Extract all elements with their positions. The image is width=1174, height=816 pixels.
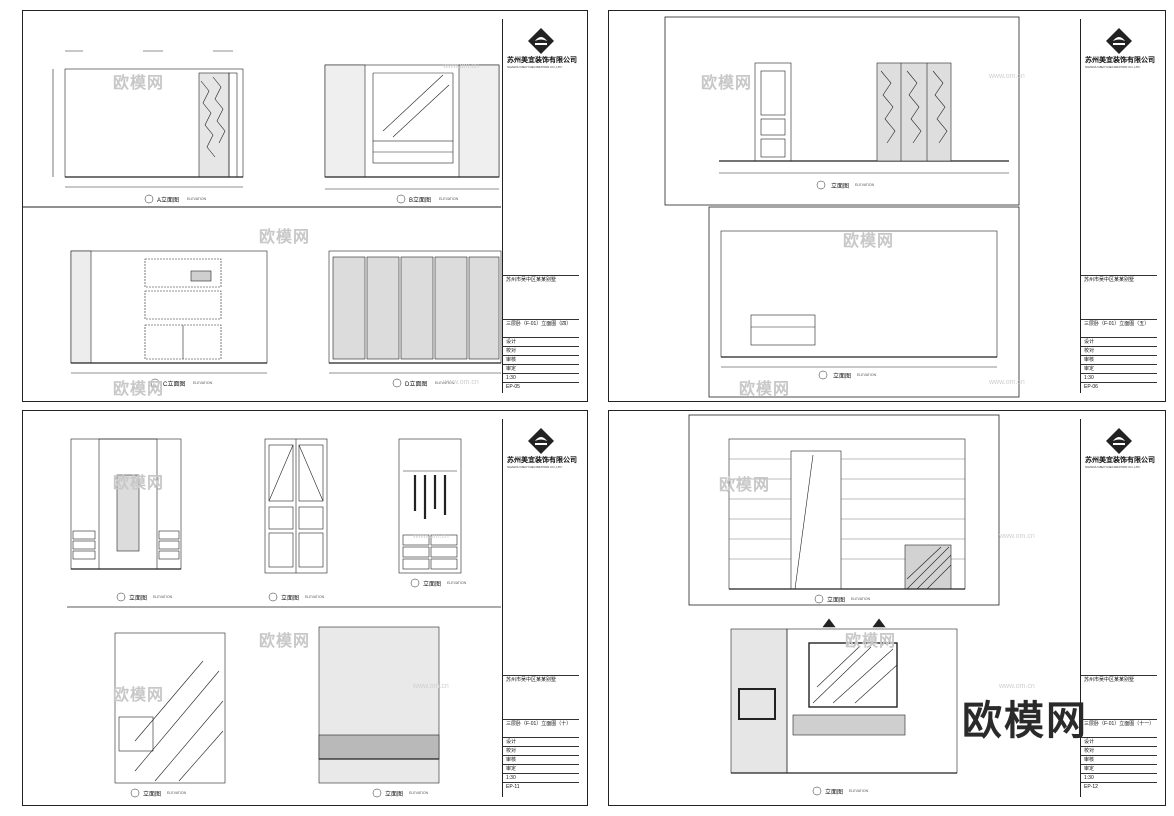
sheet-2-view-1-scale: ELEVATION bbox=[855, 183, 875, 187]
tb-row-check: 校对 bbox=[1081, 346, 1157, 355]
project-name: 苏州市吴中区某某别墅 bbox=[503, 275, 579, 284]
sheet-1-drawing bbox=[23, 50, 502, 388]
tb-row-approve: 审定 bbox=[1081, 364, 1157, 373]
company-logo-icon bbox=[528, 28, 554, 54]
tb-row-scale: 1:30 bbox=[1081, 773, 1157, 782]
sheet-2: 立面图 ELEVATION 立面图 ELEVATION 欧模网 www.om.c… bbox=[608, 10, 1166, 402]
company-name-en: SUZHOU MEIYI DECORATION CO.,LTD bbox=[1085, 465, 1140, 469]
company-logo-icon bbox=[528, 428, 554, 454]
sheet-1-view-1-title: A立面图 bbox=[157, 198, 180, 204]
sheet-1-view-1-scale: ELEVATION bbox=[187, 197, 207, 201]
sheet-3-view-3-scale: ELEVATION bbox=[447, 581, 467, 585]
sheet-2-drawing bbox=[664, 16, 1020, 398]
view-a-elevation bbox=[52, 50, 244, 188]
sheet-2-view-1-title: 立面图 bbox=[831, 184, 850, 190]
company-name: 苏州美宜装饰有限公司 bbox=[507, 57, 577, 64]
view-wardrobe-1 bbox=[70, 438, 182, 570]
tb-row-scale: 1:30 bbox=[503, 373, 579, 382]
tb-row-design: 设计 bbox=[1081, 737, 1157, 746]
brand-watermark: 欧模网 bbox=[962, 698, 1088, 744]
sheet-4-view-2-scale: ELEVATION bbox=[849, 789, 869, 793]
tb-row-sheet-no: EP-05 bbox=[503, 382, 579, 391]
project-name: 苏州市吴中区某某别墅 bbox=[1081, 675, 1157, 684]
sheet-3-view-4-scale: ELEVATION bbox=[167, 791, 187, 795]
project-name: 苏州市吴中区某某别墅 bbox=[1081, 275, 1157, 284]
tb-row-check: 校对 bbox=[503, 746, 579, 755]
view-c-elevation bbox=[70, 250, 268, 374]
sheet-4-drawing bbox=[688, 414, 1000, 796]
sheet-4-titleblock: 苏州美宜装饰有限公司 SUZHOU MEIYI DECORATION CO.,L… bbox=[1080, 419, 1157, 797]
sheet-3-view-4-title: 立面图 bbox=[143, 792, 162, 798]
company-name: 苏州美宜装饰有限公司 bbox=[507, 457, 577, 464]
tb-row-design: 设计 bbox=[503, 337, 579, 346]
tb-row-sheet-no: EP-06 bbox=[1081, 382, 1157, 391]
tb-row-check: 校对 bbox=[1081, 746, 1157, 755]
sheet-4-view-1-scale: ELEVATION bbox=[851, 597, 871, 601]
project-name: 苏州市吴中区某某别墅 bbox=[503, 675, 579, 684]
tb-row-review: 审核 bbox=[1081, 755, 1157, 764]
tb-row-design: 设计 bbox=[503, 737, 579, 746]
tb-row-review: 审核 bbox=[1081, 355, 1157, 364]
sheet-1-view-3-scale: ELEVATION bbox=[193, 381, 213, 385]
drawing-name: 三层卧（F-01）立面图（十一） bbox=[1081, 719, 1157, 728]
tb-row-approve: 审定 bbox=[503, 764, 579, 773]
company-name: 苏州美宜装饰有限公司 bbox=[1085, 457, 1155, 464]
view-d-elevation bbox=[328, 250, 502, 374]
view-b-elevation bbox=[324, 64, 500, 190]
sheet-1-view-2-scale: ELEVATION bbox=[439, 197, 459, 201]
view-wardrobe-2 bbox=[264, 438, 328, 574]
company-name-en: SUZHOU MEIYI DECORATION CO.,LTD bbox=[1085, 65, 1140, 69]
tb-row-approve: 审定 bbox=[1081, 764, 1157, 773]
tb-row-review: 审核 bbox=[503, 755, 579, 764]
tb-row-sheet-no: EP-12 bbox=[1081, 782, 1157, 791]
sheet-1-view-3-title: C立面图 bbox=[163, 382, 186, 388]
sheet-1-view-4-scale: ELEVATION bbox=[435, 381, 455, 385]
sheet-2-titleblock: 苏州美宜装饰有限公司 SUZHOU MEIYI DECORATION CO.,L… bbox=[1080, 19, 1157, 393]
sheet-2-view-2-scale: ELEVATION bbox=[857, 373, 877, 377]
tb-row-check: 校对 bbox=[503, 346, 579, 355]
sheet-1: A立面图 ELEVATION B立面图 ELEVATION C立面图 ELEVA… bbox=[22, 10, 588, 402]
tb-row-review: 审核 bbox=[503, 355, 579, 364]
sheet-3-view-5-title: 立面图 bbox=[385, 792, 404, 798]
sheet-3: 立面图 ELEVATION 立面图 ELEVATION 立面图 ELEVATIO… bbox=[22, 410, 588, 806]
drawing-name: 三层卧（F-01）立面图（四） bbox=[503, 319, 579, 328]
view-wall-mirror bbox=[114, 632, 226, 784]
sheet-1-view-4-title: D立面图 bbox=[405, 382, 428, 388]
tb-row-scale: 1:30 bbox=[503, 773, 579, 782]
sheet-3-view-3-title: 立面图 bbox=[423, 582, 442, 588]
sheet-3-view-2-title: 立面图 bbox=[281, 596, 300, 602]
view-2-elevation bbox=[720, 230, 998, 368]
sheet-3-drawing bbox=[67, 438, 501, 798]
view-pattern-wall bbox=[318, 626, 440, 784]
view-door-elevation bbox=[728, 438, 966, 590]
tb-row-sheet-no: EP-11 bbox=[503, 782, 579, 791]
sheet-4-view-2-title: 立面图 bbox=[825, 790, 844, 796]
sheet-4-view-1-title: 立面图 bbox=[827, 598, 846, 604]
sheet-3-titleblock: 苏州美宜装饰有限公司 SUZHOU MEIYI DECORATION CO.,L… bbox=[502, 419, 579, 797]
sheet-1-titleblock: 苏州美宜装饰有限公司 SUZHOU MEIYI DECORATION CO.,L… bbox=[502, 19, 579, 393]
company-logo-icon bbox=[1106, 28, 1132, 54]
view-1-elevation bbox=[719, 62, 1009, 174]
sheet-2-view-2-title: 立面图 bbox=[833, 374, 852, 380]
tb-row-scale: 1:30 bbox=[1081, 373, 1157, 382]
sheet-4: 立面图 ELEVATION 立面图 ELEVATION 欧模网 www.om.c… bbox=[608, 410, 1166, 806]
sheet-1-view-2-title: B立面图 bbox=[409, 198, 432, 204]
sheet-3-view-1-title: 立面图 bbox=[129, 596, 148, 602]
company-logo-icon bbox=[1106, 428, 1132, 454]
view-vanity-elevation bbox=[730, 618, 958, 774]
sheet-3-view-2-scale: ELEVATION bbox=[305, 595, 325, 599]
tb-row-approve: 审定 bbox=[503, 364, 579, 373]
sheet-3-view-1-scale: ELEVATION bbox=[153, 595, 173, 599]
company-name-en: SUZHOU MEIYI DECORATION CO.,LTD bbox=[507, 65, 562, 69]
company-name: 苏州美宜装饰有限公司 bbox=[1085, 57, 1155, 64]
view-wardrobe-3 bbox=[398, 438, 462, 574]
drawing-name: 三层卧（F-01）立面图（五） bbox=[1081, 319, 1157, 328]
drawing-name: 三层卧（F-01）立面图（十） bbox=[503, 719, 579, 728]
tb-row-design: 设计 bbox=[1081, 337, 1157, 346]
sheet-3-view-5-scale: ELEVATION bbox=[409, 791, 429, 795]
company-name-en: SUZHOU MEIYI DECORATION CO.,LTD bbox=[507, 465, 562, 469]
